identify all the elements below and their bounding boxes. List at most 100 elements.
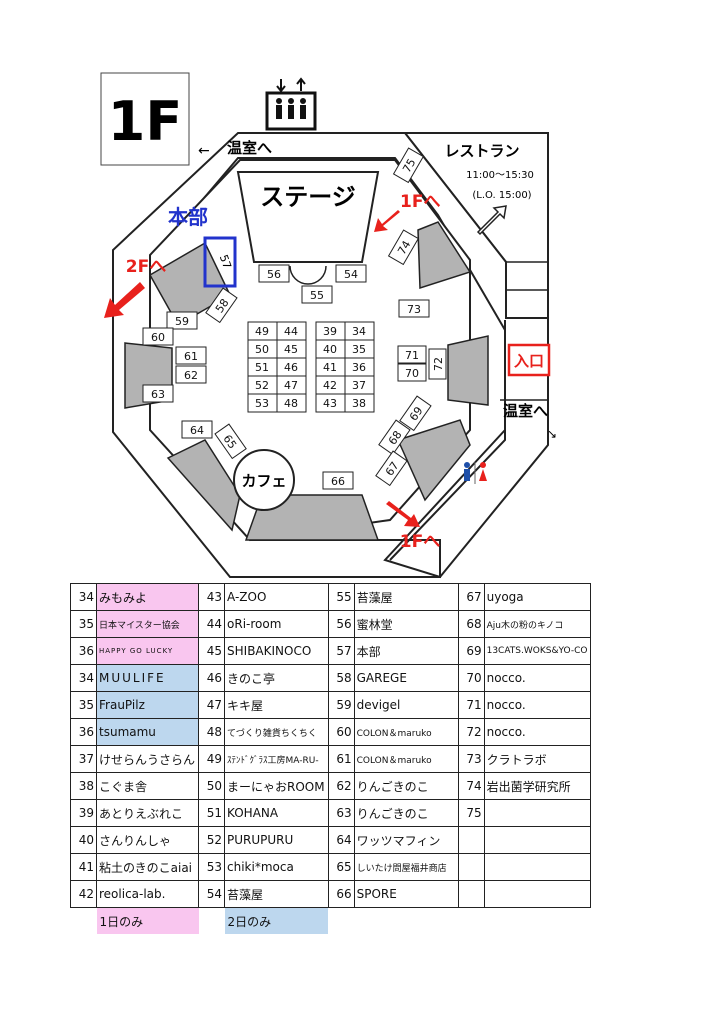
svg-text:55: 55: [310, 289, 324, 302]
svg-text:56: 56: [267, 268, 281, 281]
booth-43[interactable]: 43: [315, 393, 346, 413]
entrance-label-box: 入口: [507, 343, 551, 377]
booth-number-cell: 44: [198, 610, 226, 638]
booth-72[interactable]: 72: [428, 348, 447, 380]
booth-number-cell: 57: [327, 637, 355, 665]
booth-number-cell: 45: [198, 637, 226, 665]
booth-number-cell: 70: [457, 664, 485, 692]
booth-51[interactable]: 51: [247, 357, 278, 377]
booth-number-cell: 47: [198, 691, 226, 719]
booth-number-cell: 61: [327, 745, 355, 773]
booth-74[interactable]: 74: [387, 229, 419, 266]
booth-40[interactable]: 40: [315, 339, 346, 359]
booth-name-cell: COLON＆maruko: [353, 745, 459, 773]
to-1f-top-arrow-icon: [374, 210, 400, 232]
booth-name-cell: りんごきのこ: [353, 799, 459, 827]
elevator-icon: [265, 77, 317, 131]
svg-text:53: 53: [255, 397, 269, 410]
svg-text:38: 38: [352, 397, 366, 410]
booth-44[interactable]: 44: [276, 321, 307, 341]
booth-number-cell: 46: [198, 664, 226, 692]
to-2f-arrow-icon: [104, 282, 145, 318]
booth-name-cell: KOHANA: [224, 799, 329, 827]
booth-63[interactable]: 63: [142, 384, 174, 403]
booth-name-cell: FrauPilz: [95, 691, 200, 719]
honbu-booth[interactable]: 57: [203, 236, 237, 288]
booth-48[interactable]: 48: [276, 393, 307, 413]
booth-60[interactable]: 60: [142, 327, 174, 346]
booth-45[interactable]: 45: [276, 339, 307, 359]
booth-number-cell: 39: [70, 799, 97, 827]
booth-name-cell: 苔藻屋: [224, 880, 329, 908]
booth-71[interactable]: 71: [397, 345, 427, 364]
booth-50[interactable]: 50: [247, 339, 278, 359]
booth-name-cell: SPORE: [353, 880, 459, 908]
booth-number-cell: 36: [70, 637, 97, 665]
booth-54[interactable]: 54: [335, 264, 367, 283]
booth-number-cell: 74: [457, 772, 485, 800]
booth-62[interactable]: 62: [175, 365, 207, 384]
booth-34[interactable]: 34: [344, 321, 375, 341]
booth-name-cell: けせらんうさらん: [95, 745, 200, 773]
booth-68[interactable]: 68: [378, 419, 411, 456]
booth-number-cell: 54: [198, 880, 226, 908]
booth-47[interactable]: 47: [276, 375, 307, 395]
booth-49[interactable]: 49: [247, 321, 278, 341]
booth-number-cell: 71: [457, 691, 485, 719]
booth-69[interactable]: 69: [399, 395, 432, 432]
booth-number-cell: 73: [457, 745, 485, 773]
to-2f-label: 2Fへ: [126, 257, 166, 277]
booth-38[interactable]: 38: [344, 393, 375, 413]
booth-42[interactable]: 42: [315, 375, 346, 395]
booth-35[interactable]: 35: [344, 339, 375, 359]
booth-53[interactable]: 53: [247, 393, 278, 413]
restaurant-lo: (L.O. 15:00): [472, 190, 531, 201]
booth-66[interactable]: 66: [322, 471, 354, 490]
booth-41[interactable]: 41: [315, 357, 346, 377]
booth-36[interactable]: 36: [344, 357, 375, 377]
booth-number-cell: 63: [327, 799, 355, 827]
booth-55[interactable]: 55: [301, 285, 333, 304]
svg-text:カフェ: カフェ: [241, 472, 286, 490]
booth-name-cell: キキ屋: [224, 691, 329, 719]
booth-name-cell: きのこ亭: [224, 664, 329, 692]
booth-65[interactable]: 65: [214, 423, 247, 460]
svg-text:73: 73: [407, 303, 421, 316]
booth-73[interactable]: 73: [398, 299, 430, 318]
booth-number-cell: 56: [327, 610, 355, 638]
svg-text:50: 50: [255, 343, 269, 356]
booth-name-cell: りんごきのこ: [353, 772, 459, 800]
svg-text:60: 60: [151, 331, 165, 344]
greenhouse-label-left: 温室へ: [227, 139, 272, 157]
booth-37[interactable]: 37: [344, 375, 375, 395]
booth-number-cell: 52: [198, 826, 226, 854]
legend-spacer: [199, 908, 225, 935]
svg-text:入口: 入口: [514, 352, 544, 370]
booth-number-cell: 72: [457, 718, 485, 746]
booth-56[interactable]: 56: [258, 264, 290, 283]
booth-name-cell: しいたけ問屋福井商店: [353, 853, 459, 881]
stage-label: ステージ: [260, 183, 356, 211]
booth-67[interactable]: 67: [375, 450, 408, 487]
cafe[interactable]: カフェ: [233, 449, 295, 511]
booth-number-cell: 34: [70, 583, 97, 611]
booth-75[interactable]: 75: [392, 147, 424, 184]
svg-text:63: 63: [151, 388, 165, 401]
booth-70[interactable]: 70: [397, 363, 427, 382]
svg-text:61: 61: [184, 350, 198, 363]
booth-name-cell: oRi-room: [224, 610, 329, 638]
booth-name-cell: 蜜林堂: [353, 610, 459, 638]
booth-39[interactable]: 39: [315, 321, 346, 341]
booth-46[interactable]: 46: [276, 357, 307, 377]
booth-58[interactable]: 58: [205, 287, 238, 324]
booth-64[interactable]: 64: [181, 420, 213, 439]
booth-59[interactable]: 59: [166, 311, 198, 330]
greenhouse-arrow-left: ←: [198, 143, 210, 159]
booth-61[interactable]: 61: [175, 346, 207, 365]
booth-name-cell: MUULIFE: [95, 664, 200, 692]
booth-52[interactable]: 52: [247, 375, 278, 395]
